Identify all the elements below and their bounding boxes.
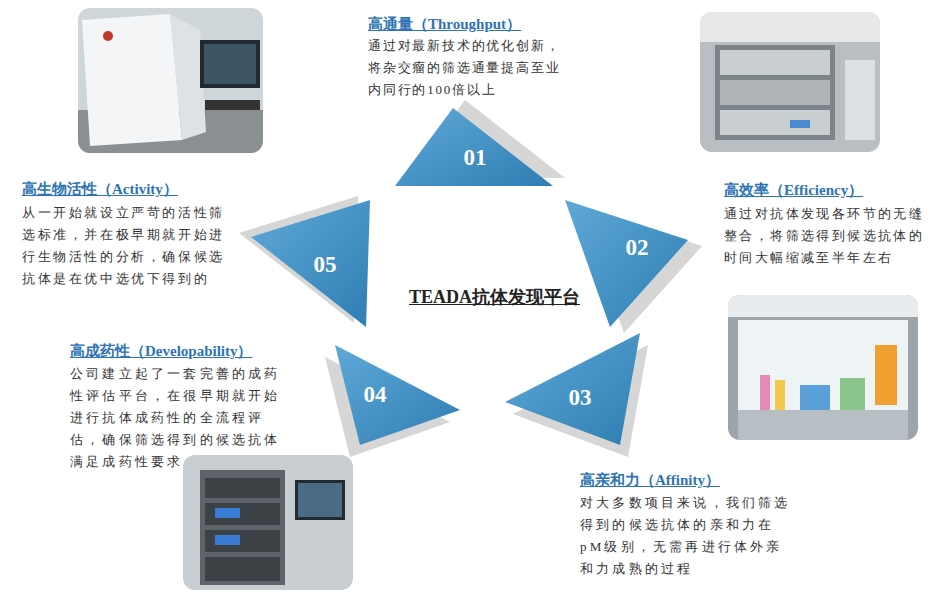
triangle-shape bbox=[248, 195, 373, 330]
callout-number: 02 bbox=[626, 235, 649, 261]
feature-description: 从一开始就设立严苛的活性筛选标准，并在极早期就开始进行生物活性的分析，确保候选抗… bbox=[22, 202, 232, 290]
hplc-photo bbox=[183, 455, 353, 590]
cytometer-photo bbox=[78, 8, 263, 153]
feature-heading: 高效率（Efficiency） bbox=[724, 180, 863, 200]
feature-description: 通过对抗体发现各环节的无缝整合，将筛选得到候选抗体的时间大幅缩减至半年左右 bbox=[724, 203, 930, 269]
triangle-fill bbox=[505, 333, 640, 445]
triangle-fill bbox=[335, 345, 460, 445]
instrument-rack-photo bbox=[700, 12, 880, 152]
feature-heading: 高成药性（Developability） bbox=[70, 341, 253, 361]
feature-heading: 高通量（Throughput） bbox=[368, 14, 521, 34]
feature-heading: 高亲和力（Affinity） bbox=[580, 470, 720, 490]
feature-description: 对大多数项目来说，我们筛选得到的候选抗体的亲和力在pM级别，无需再进行体外亲和力… bbox=[580, 492, 798, 580]
triangle-shape bbox=[330, 340, 465, 448]
callout-number: 01 bbox=[464, 145, 487, 171]
triangle-node: 02 bbox=[560, 195, 690, 330]
triangle-fill bbox=[251, 200, 370, 327]
callout-number: 03 bbox=[569, 385, 592, 411]
triangle-node: 03 bbox=[500, 330, 645, 448]
biosafety-hood-photo bbox=[728, 295, 918, 440]
triangle-shape bbox=[560, 195, 690, 330]
feature-heading: 高生物活性（Activity） bbox=[22, 179, 178, 199]
triangle-fill bbox=[565, 200, 688, 327]
triangle-fill bbox=[395, 108, 553, 186]
triangle-node: 01 bbox=[395, 108, 555, 188]
callout-number: 05 bbox=[314, 252, 337, 278]
triangle-node: 04 bbox=[330, 340, 465, 448]
triangle-node: 05 bbox=[248, 195, 373, 330]
feature-description: 通过对最新技术的优化创新，将杂交瘤的筛选通量提高至业内同行的100倍以上 bbox=[368, 35, 568, 101]
feature-description: 公司建立起了一套完善的成药性评估平台，在很早期就开始进行抗体成药性的全流程评估，… bbox=[70, 363, 288, 473]
diagram-title: TEADA抗体发现平台 bbox=[409, 285, 580, 309]
callout-number: 04 bbox=[364, 382, 387, 408]
